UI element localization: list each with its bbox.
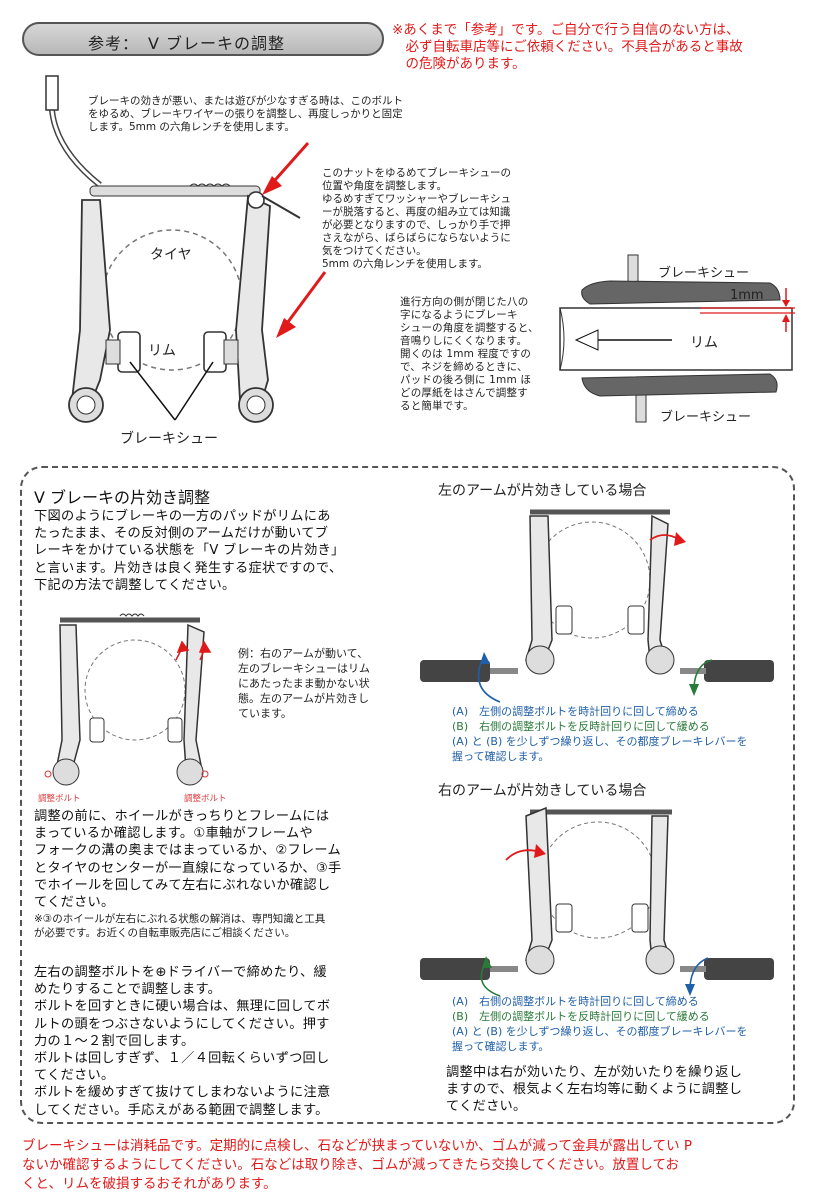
- shoe-label: ブレーキシュー: [120, 431, 218, 447]
- rim-label: リム: [148, 343, 176, 359]
- method-text: 左右の調整ボルトを⊕ドライバーで締めたり、緩 めたりすることで調整します。 ボル…: [34, 965, 331, 1118]
- section-title: V ブレーキの片効き調整: [34, 488, 211, 507]
- shoe-bottom-label: ブレーキシュー: [660, 410, 752, 425]
- top-warning: ※あくまで「参考」です。ご自分で行う自信のない方は、 必ず自転車店等にご依頼くだ…: [392, 22, 743, 72]
- page-title: 参考： V ブレーキの調整: [88, 34, 286, 53]
- title-banner: 参考： V ブレーキの調整: [22, 22, 384, 56]
- footer-warning: ブレーキシューは消耗品です。定期的に点検し、石などが挟まっていないか、ゴムが減っ…: [22, 1138, 693, 1192]
- shoe-top-label: ブレーキシュー: [658, 266, 750, 281]
- gap-label: 1mm: [730, 288, 764, 303]
- toe-note: 進行方向の側が閉じた八の 字になるようにブレーキ シューの角度を調整すると、 音…: [400, 296, 539, 412]
- adj-bolt-left-label: 調整ボルト: [38, 794, 81, 804]
- adj-bolt-right-label: 調整ボルト: [184, 794, 227, 804]
- right-case-steps: (A) 右側の調整ボルトを時計回りに回して締める (B) 左側の調整ボルトを反時…: [452, 995, 748, 1053]
- left-case-title: 左のアームが片効きしている場合: [438, 483, 647, 499]
- example-note: 例：右のアームが動いて、 左のブレーキシューはリム にあたったまま動かない状 態…: [238, 647, 370, 720]
- right-case-title: 右のアームが片効きしている場合: [438, 783, 647, 799]
- nut-note: このナットをゆるめてブレーキシューの 位置や角度を調整します。 ゆるめすぎてワッ…: [322, 167, 511, 270]
- check-text: 調整の前に、ホイールがきっちりとフレームには まっているか確認します。①車軸がフ…: [34, 809, 342, 911]
- tire-label: タイヤ: [150, 247, 192, 263]
- closing-text: 調整中は右が効いたり、左が効いたりを繰り返し ますので、根気よく左右均等に動くよ…: [446, 1065, 743, 1115]
- vbrake-diagram: [45, 75, 327, 423]
- left-case-steps: (A) 左側の調整ボルトを時計回りに回して締める (B) 右側の調整ボルトを反時…: [452, 705, 748, 763]
- rim-label-2: リム: [690, 335, 718, 351]
- section-intro: 下図のようにブレーキの一方のパッドがリムにあ たったまま、その反対側のアームだけ…: [34, 509, 345, 593]
- bolt-note: ブレーキの効きが悪い、または遊びが少なすぎる時は、このボルト をゆるめ、ブレーキ…: [88, 95, 403, 133]
- adjustment-section: [20, 466, 795, 1124]
- check-note: ※③のホイールが左右にぶれる状態の解消は、専門知識と工具 が必要です。お近くの自…: [34, 913, 326, 939]
- toe-in-diagram: [559, 254, 795, 423]
